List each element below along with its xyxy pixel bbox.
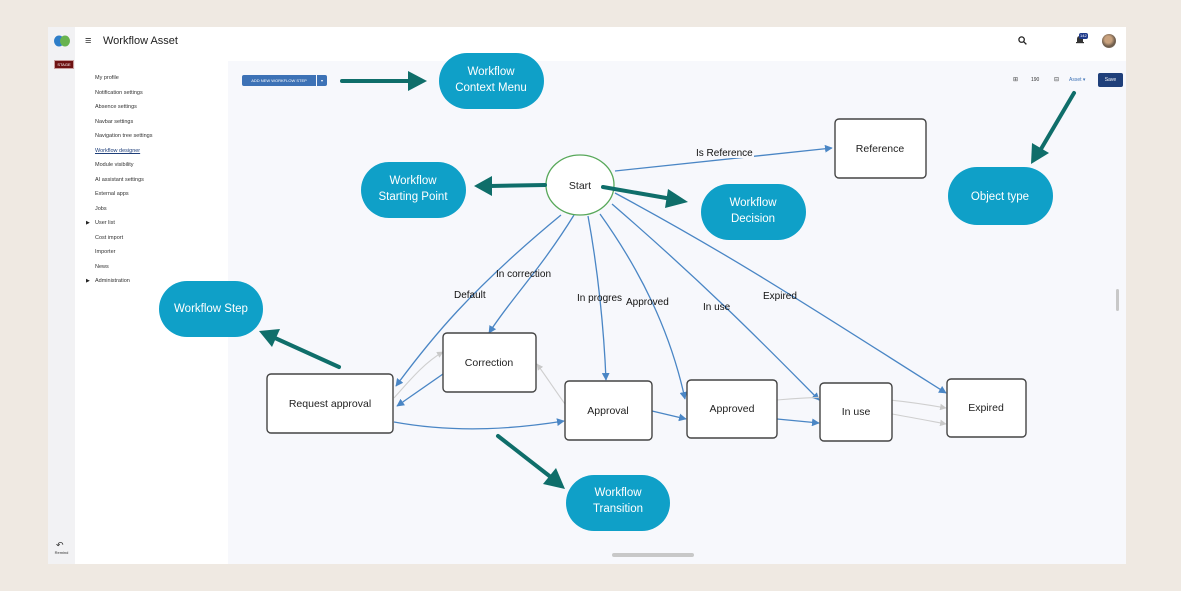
sidebar-item-workflow-designer[interactable]: Workflow designer — [95, 148, 141, 154]
callout-transition: Workflow Transition — [566, 475, 670, 531]
node-in-use-label: In use — [842, 406, 871, 418]
transition-approved-to-inuse[interactable] — [776, 418, 820, 427]
remind-label[interactable]: Remind — [54, 550, 69, 555]
node-request-approval-label: Request approval — [289, 398, 371, 410]
save-button[interactable]: Save — [1098, 73, 1123, 87]
edge-label-in-use: In use — [703, 302, 731, 313]
sidebar-item-importer[interactable]: Importer — [95, 249, 116, 255]
object-type-value: Asset — [1069, 77, 1082, 83]
vertical-scrollbar[interactable] — [1116, 289, 1119, 311]
transition-request-to-correction[interactable] — [393, 351, 444, 399]
callout-decision-line1: Workflow — [729, 197, 777, 209]
transition-in-use[interactable] — [611, 203, 820, 401]
stage-badge: STAGE — [54, 60, 74, 69]
callout-decision: Workflow Decision — [701, 184, 806, 240]
callout-starting-point: Workflow Starting Point — [361, 162, 466, 218]
node-correction-label: Correction — [465, 357, 514, 369]
node-expired-label: Expired — [968, 402, 1004, 414]
sidebar-item-jobs[interactable]: Jobs — [95, 206, 107, 212]
pointer-arrow-starting-point — [474, 176, 547, 196]
sidebar-item-user-list[interactable]: User list — [95, 220, 115, 226]
pointer-arrow-transition — [496, 434, 565, 489]
transition-in-correction[interactable] — [488, 214, 575, 334]
app-logo[interactable] — [54, 35, 70, 47]
node-correction[interactable]: Correction — [442, 332, 537, 393]
callout-object-type-line1: Object type — [971, 191, 1029, 203]
transition-approval-to-approved[interactable] — [651, 410, 687, 422]
callout-context-menu: Workflow Context Menu — [439, 53, 544, 109]
expand-caret-icon[interactable]: ▶ — [86, 220, 90, 226]
node-start[interactable]: Start — [545, 154, 615, 216]
callout-step-line1: Workflow Step — [174, 303, 248, 315]
edge-label-is-reference: Is Reference — [696, 148, 753, 159]
node-approval[interactable]: Approval — [564, 380, 653, 441]
chevron-down-icon[interactable]: ▾ — [317, 75, 327, 86]
add-workflow-step-button[interactable]: ADD NEW WORKFLOW STEP — [242, 75, 316, 86]
undo-icon[interactable]: ↶ — [56, 540, 64, 550]
transition-approval-to-correction[interactable] — [536, 363, 566, 405]
node-request-approval[interactable]: Request approval — [266, 373, 394, 434]
transition-approved[interactable] — [599, 213, 688, 400]
sidebar-item-navigation-tree-settings[interactable]: Navigation tree settings — [95, 133, 153, 139]
sidebar-item-absence-settings[interactable]: Absence settings — [95, 104, 137, 110]
sidebar-item-cost-import[interactable]: Cost import — [95, 235, 124, 241]
transition-default[interactable] — [395, 214, 562, 387]
avatar[interactable] — [1102, 34, 1116, 48]
callout-transition-line2: Transition — [593, 503, 643, 515]
object-type-select[interactable]: Asset ▾ — [1069, 77, 1086, 83]
node-approved-label: Approved — [710, 403, 755, 415]
pointer-arrow-object-type — [1031, 91, 1076, 164]
edge-label-default: Default — [454, 290, 486, 301]
callout-step: Workflow Step — [159, 281, 263, 337]
zoom-level: 190 — [1031, 77, 1040, 83]
zoom-out-icon[interactable]: ⊟ — [1054, 77, 1060, 83]
node-start-label: Start — [569, 180, 591, 192]
page-title: Workflow Asset — [103, 35, 178, 47]
notification-badge: 142 — [1079, 33, 1088, 39]
left-rail: STAGE ↶ Remind — [48, 27, 75, 564]
transition-correction-to-request[interactable] — [396, 373, 444, 407]
edge-label-in-correction: In correction — [496, 269, 551, 280]
callout-transition-line1: Workflow — [594, 487, 642, 499]
workflow-canvas[interactable] — [228, 61, 1126, 564]
transition-request-to-approval[interactable] — [393, 418, 565, 430]
callout-decision-line2: Decision — [731, 213, 775, 225]
transition-expired[interactable] — [614, 192, 947, 394]
callout-context-menu-line1: Workflow — [467, 66, 515, 78]
pointer-arrow-decision — [601, 185, 688, 208]
callout-starting-point-line1: Workflow — [389, 175, 437, 187]
expand-caret-icon[interactable]: ▶ — [86, 278, 90, 284]
edge-label-approved: Approved — [626, 297, 669, 308]
sidebar-item-news[interactable]: News — [95, 264, 109, 270]
transition-is-reference[interactable] — [614, 144, 833, 172]
node-approval-label: Approval — [587, 405, 628, 417]
edge-label-in-progress: In progres — [577, 293, 622, 304]
sidebar-item-notification-settings[interactable]: Notification settings — [95, 90, 143, 96]
callout-context-menu-line2: Context Menu — [455, 82, 527, 94]
node-reference-label: Reference — [856, 143, 905, 155]
transition-inuse-to-expired[interactable] — [891, 413, 947, 427]
node-reference[interactable]: Reference — [834, 118, 927, 179]
callout-starting-point-line2: Starting Point — [378, 191, 448, 203]
sidebar-item-administration[interactable]: Administration — [95, 278, 130, 284]
search-icon[interactable] — [1018, 36, 1027, 45]
app-window: STAGE ↶ Remind ≡ Workflow Asset 142 My p… — [48, 27, 1126, 564]
node-expired[interactable]: Expired — [946, 378, 1027, 438]
transition-in-progress[interactable] — [587, 215, 610, 381]
pointer-arrow-context-menu — [340, 71, 427, 91]
node-in-use[interactable]: In use — [819, 382, 893, 442]
zoom-in-icon[interactable]: ⊞ — [1013, 77, 1019, 83]
sidebar-item-my-profile[interactable]: My profile — [95, 75, 119, 81]
sidebar-item-external-apps[interactable]: External apps — [95, 191, 129, 197]
menu-icon[interactable]: ≡ — [85, 35, 92, 47]
pointer-arrow-step — [259, 329, 341, 369]
edge-label-expired: Expired — [763, 291, 797, 302]
sidebar-item-module-visibility[interactable]: Module visibility — [95, 162, 134, 168]
callout-object-type: Object type — [948, 167, 1053, 225]
node-approved[interactable]: Approved — [686, 379, 778, 439]
horizontal-scrollbar[interactable] — [612, 553, 694, 557]
sidebar-item-ai-assistant-settings[interactable]: AI assistant settings — [95, 177, 144, 183]
sidebar-item-navbar-settings[interactable]: Navbar settings — [95, 119, 134, 125]
